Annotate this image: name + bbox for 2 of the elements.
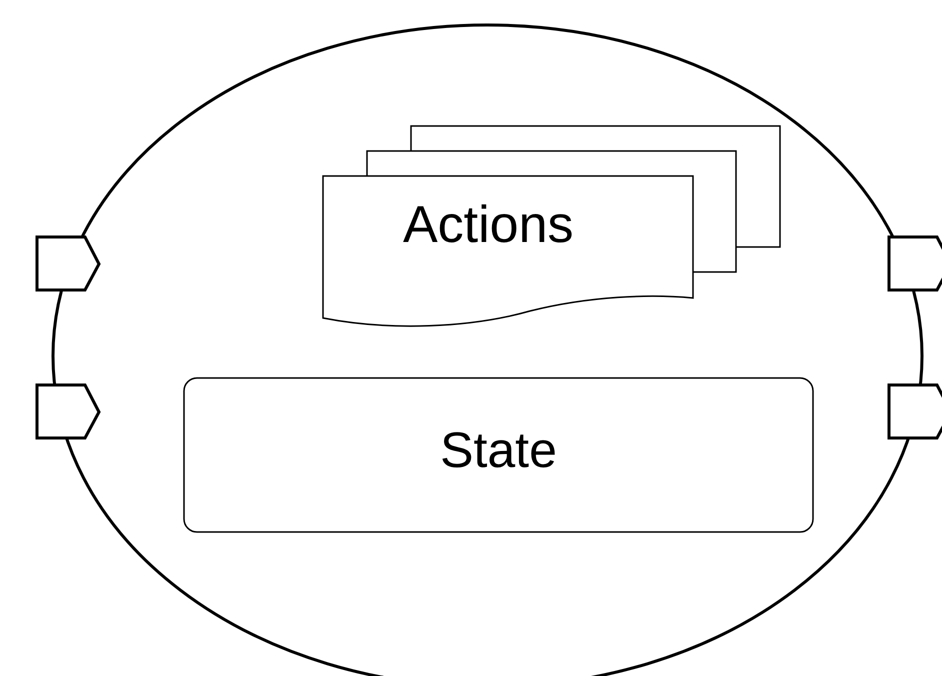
node-label: State bbox=[439, 422, 558, 480]
node-label: Actions bbox=[403, 196, 574, 256]
